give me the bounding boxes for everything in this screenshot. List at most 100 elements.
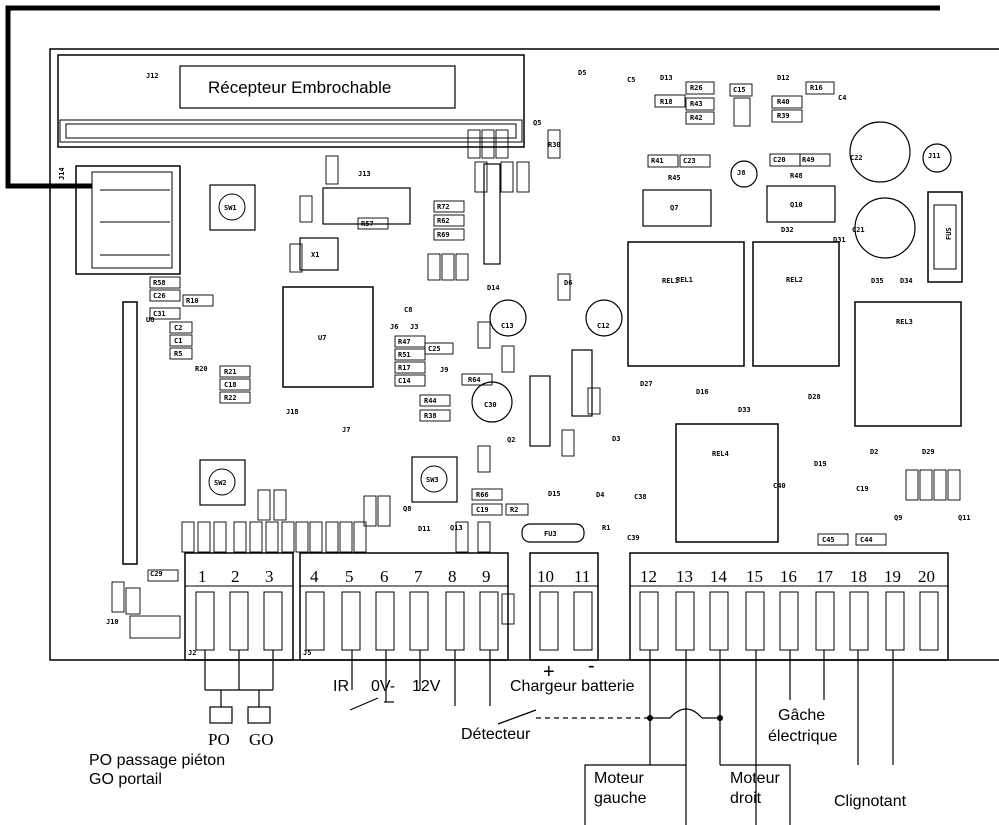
transistor-q2 — [529, 375, 551, 447]
svg-text:R58: R58 — [153, 279, 166, 287]
svg-text:D35: D35 — [871, 277, 884, 285]
svg-text:D28: D28 — [808, 393, 821, 401]
svg-text:R44: R44 — [424, 397, 437, 405]
flasher-label: Clignotant — [834, 793, 907, 810]
j14-label: J14 — [58, 167, 66, 180]
svg-text:R72: R72 — [437, 203, 450, 211]
svg-text:R30: R30 — [548, 141, 561, 149]
j13-block — [322, 187, 411, 225]
small-components — [111, 81, 961, 639]
svg-text:C19: C19 — [856, 485, 869, 493]
go-label: GO — [249, 730, 274, 749]
svg-text:Q8: Q8 — [403, 505, 411, 513]
svg-text:R45: R45 — [668, 174, 681, 182]
svg-text:C21: C21 — [852, 226, 865, 234]
svg-text:R22: R22 — [224, 394, 237, 402]
svg-text:C1: C1 — [174, 337, 182, 345]
junction-dot-right — [717, 715, 723, 721]
svg-text:D6: D6 — [564, 279, 572, 287]
switch-sw2: SW2 — [199, 459, 246, 506]
svg-text:R41: R41 — [651, 157, 664, 165]
svg-text:R21: R21 — [224, 368, 237, 376]
terminal-block-outputs — [629, 552, 949, 661]
j12-label: J12 — [146, 72, 159, 80]
strike-line2: électrique — [768, 728, 837, 745]
svg-text:J10: J10 — [106, 618, 119, 626]
svg-text:SW1: SW1 — [224, 204, 237, 212]
fuse-fu3 — [521, 523, 585, 543]
receiver-slot-j12: Récepteur Embrochable J12 — [57, 54, 525, 148]
terminal-numbers: 1 2 3 4 5 6 7 8 9 10 11 12 13 14 15 16 1… — [198, 567, 935, 586]
svg-text:C44: C44 — [860, 536, 873, 544]
ir-label: IR — [333, 678, 349, 695]
switch-sw3: SW3 — [411, 456, 458, 503]
svg-text:C8: C8 — [404, 306, 412, 314]
svg-text:C2: C2 — [174, 324, 182, 332]
svg-text:C23: C23 — [683, 157, 696, 165]
svg-text:R5: R5 — [174, 350, 182, 358]
svg-text:R66: R66 — [476, 491, 489, 499]
svg-text:SW3: SW3 — [426, 476, 439, 484]
terminal-14: 14 — [710, 567, 728, 586]
svg-text:D29: D29 — [922, 448, 935, 456]
svg-text:R18: R18 — [660, 98, 673, 106]
svg-text:D32: D32 — [781, 226, 794, 234]
capacitor-j8 — [730, 160, 758, 188]
svg-text:J9: J9 — [440, 366, 448, 374]
svg-text:D14: D14 — [487, 284, 500, 292]
svg-text:C25: C25 — [428, 345, 441, 353]
terminal-7: 7 — [414, 567, 423, 586]
svg-text:R43: R43 — [690, 100, 703, 108]
capacitor-c13 — [489, 299, 527, 337]
switch-sw1: SW1 — [209, 184, 256, 231]
svg-text:C13: C13 — [501, 322, 514, 330]
chip-u3 — [483, 163, 501, 265]
svg-text:REL1: REL1 — [662, 277, 679, 285]
svg-text:X1: X1 — [311, 251, 319, 259]
svg-text:R64: R64 — [468, 376, 481, 384]
svg-text:C19: C19 — [476, 506, 489, 514]
terminal-18: 18 — [850, 567, 867, 586]
junction-dot-left — [647, 715, 653, 721]
terminal-1: 1 — [198, 567, 207, 586]
svg-text:D15: D15 — [548, 490, 561, 498]
svg-text:D3: D3 — [612, 435, 620, 443]
svg-text:R51: R51 — [398, 351, 411, 359]
svg-text:J8: J8 — [737, 169, 745, 177]
strike-line1: Gâche — [778, 707, 825, 724]
svg-text:C40: C40 — [773, 482, 786, 490]
left-header-bar — [122, 301, 138, 565]
svg-text:SW2: SW2 — [214, 479, 227, 487]
svg-text:R20: R20 — [195, 365, 208, 373]
svg-text:C38: C38 — [634, 493, 647, 501]
svg-text:R62: R62 — [437, 217, 450, 225]
terminal-13: 13 — [676, 567, 693, 586]
svg-text:D33: D33 — [738, 406, 751, 414]
svg-text:Q7: Q7 — [670, 204, 678, 212]
left-motor-line1: Moteur — [594, 770, 644, 787]
receiver-label: Récepteur Embrochable — [208, 78, 391, 97]
svg-text:C18: C18 — [224, 381, 237, 389]
svg-text:R26: R26 — [690, 84, 703, 92]
svg-text:C14: C14 — [398, 377, 411, 385]
terminal-15: 15 — [746, 567, 763, 586]
svg-text:R2: R2 — [510, 506, 518, 514]
terminal-5: 5 — [345, 567, 354, 586]
left-motor-line2: gauche — [594, 790, 647, 807]
svg-text:REL4: REL4 — [712, 450, 729, 458]
terminal-6: 6 — [380, 567, 389, 586]
transistor-q3 — [571, 349, 593, 417]
twelve-volt-label: 12V — [412, 678, 441, 695]
svg-text:J2: J2 — [188, 649, 196, 657]
transistor-q7 — [642, 189, 712, 227]
svg-text:R48: R48 — [790, 172, 803, 180]
terminal-11: 11 — [574, 567, 590, 586]
svg-text:D11: D11 — [418, 525, 431, 533]
svg-text:REL2: REL2 — [786, 276, 803, 284]
terminal-block-battery — [529, 552, 599, 661]
po-label: PO — [208, 730, 230, 749]
svg-text:D12: D12 — [777, 74, 790, 82]
battery-minus: - — [588, 655, 595, 677]
svg-text:C22: C22 — [850, 154, 863, 162]
svg-text:FUS: FUS — [945, 227, 953, 240]
